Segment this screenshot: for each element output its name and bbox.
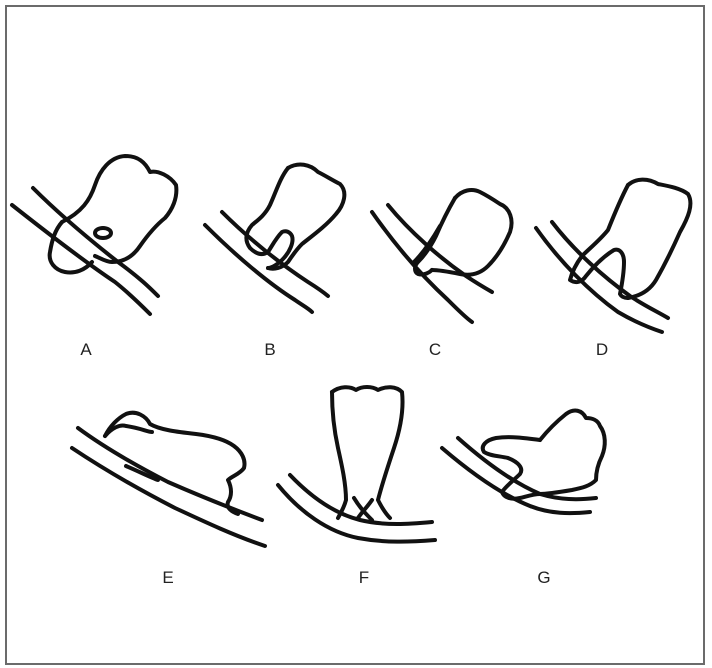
tooth-d-bone-lower [536,228,662,332]
tooth-f-crown [332,387,403,518]
tooth-d [536,180,690,332]
label-b: B [258,340,282,360]
label-g: G [532,568,556,588]
tooth-e [72,413,265,546]
label-d: D [590,340,614,360]
tooth-b [205,165,344,312]
tooth-a-root [50,222,92,273]
tooth-b-bone-lower [205,225,312,312]
tooth-f [278,387,435,542]
tooth-g [442,411,605,514]
tooth-f-bone-lower [278,485,435,542]
tooth-f-root-inner [354,498,372,520]
tooth-f-root [332,392,346,518]
label-e: E [156,568,180,588]
tooth-c [372,190,512,322]
label-c: C [423,340,447,360]
tooth-d-root-mesial [570,185,628,298]
tooth-d-crown [628,180,690,298]
tooth-a [12,156,176,314]
tooth-c-root-line [414,226,440,262]
tooth-a-pulp [95,228,111,238]
label-f: F [352,568,376,588]
tooth-a-crown [62,156,176,262]
tooth-g-crown [540,411,605,494]
tooth-e-bone-lower [72,448,265,546]
tooth-c-bone-upper [388,205,492,292]
label-a: A [74,340,98,360]
tooth-a-bone-lower [12,205,150,314]
tooth-b-root [246,168,292,268]
tooth-c-bone-lower [372,212,472,322]
